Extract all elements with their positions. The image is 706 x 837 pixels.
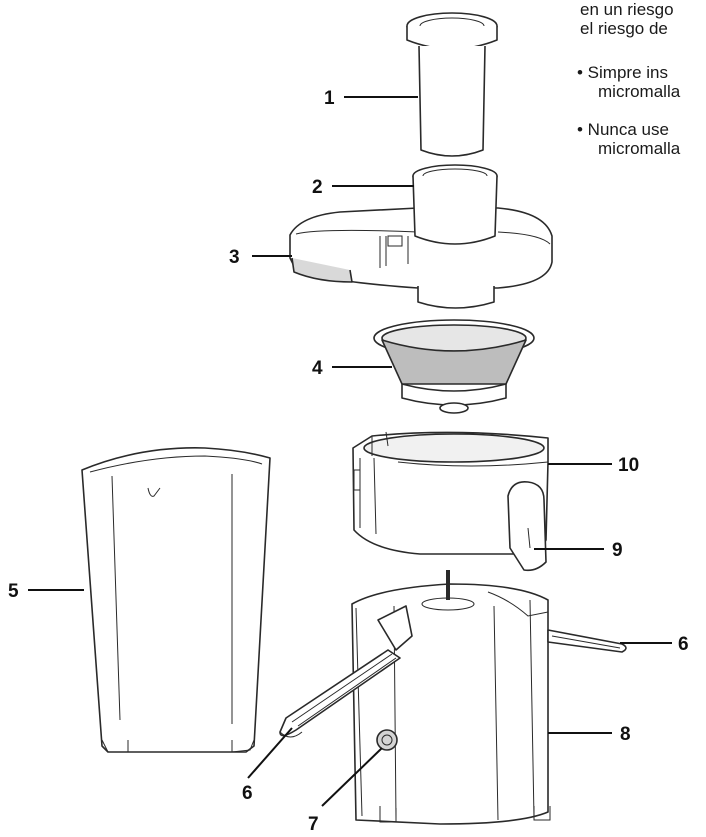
callout-9: 9 — [612, 540, 623, 561]
warning-bullet-1-line-2: micromalla — [598, 82, 681, 101]
callout-4: 4 — [312, 358, 323, 379]
leader-line-7 — [321, 747, 383, 807]
food-pusher — [406, 12, 498, 157]
motor-base — [351, 570, 551, 825]
locking-arm-left — [279, 605, 413, 738]
callout-6-left: 6 — [242, 783, 253, 804]
warning-bullet-2-line-1: • Nunca use — [577, 120, 669, 139]
leader-line-6a — [247, 727, 293, 779]
juicer-cover — [289, 164, 553, 309]
callout-5: 5 — [8, 581, 19, 602]
callout-6-right: 6 — [678, 634, 689, 655]
warning-bullet-1-line-1: • Simpre ins — [577, 63, 668, 82]
callout-10: 10 — [618, 455, 639, 476]
callout-2: 2 — [312, 177, 323, 198]
callout-7: 7 — [308, 814, 319, 835]
callout-lines — [28, 96, 672, 807]
callout-3: 3 — [229, 247, 240, 268]
locking-arm-right — [547, 629, 627, 653]
warning-text-line-2: el riesgo de — [580, 19, 668, 38]
filter-basket — [373, 319, 535, 414]
warning-text-line-1: en un riesgo — [580, 0, 674, 19]
callout-1: 1 — [324, 88, 335, 109]
callout-8: 8 — [620, 724, 631, 745]
warning-bullet-2-line-2: micromalla — [598, 139, 681, 158]
juice-collector — [352, 431, 549, 572]
pulp-container — [81, 447, 271, 753]
